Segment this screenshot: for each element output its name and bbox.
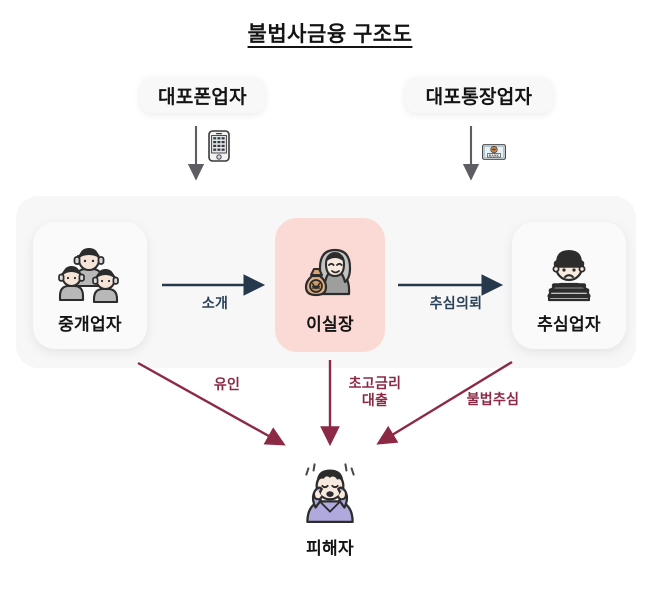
- edge-label-intro: 소개: [201, 295, 229, 311]
- burglar-debt-collector-icon: [547, 250, 591, 302]
- node-collector-label: 추심업자: [537, 315, 601, 334]
- hooded-loanshark-moneybag-icon: [304, 248, 352, 296]
- page-title: 불법사금융 구조도: [247, 23, 413, 46]
- edge-label-request: 추심의뢰: [429, 295, 483, 311]
- node-broker[interactable]: 중개업자: [33, 222, 147, 349]
- node-collector[interactable]: 추심업자: [512, 222, 626, 349]
- edge-label-loan: 초고금리 대출: [348, 375, 402, 408]
- supplier-burner-phone[interactable]: 대포폰업자: [140, 77, 265, 113]
- edge-label-lure: 유인: [213, 376, 241, 392]
- node-victim-label: 피해자: [306, 539, 354, 558]
- supplier-illegal-account[interactable]: 대포통장업자: [405, 77, 553, 113]
- bank-passbook-icon: BANK: [482, 144, 506, 160]
- node-boss[interactable]: 이실장: [275, 218, 385, 352]
- call-center-agents-icon: [58, 248, 119, 304]
- smartphone-icon: [208, 130, 230, 162]
- svg-text:BANK: BANK: [489, 153, 500, 157]
- node-boss-label: 이실장: [306, 314, 354, 334]
- node-victim[interactable]: 피해자: [272, 452, 388, 559]
- distressed-person-icon: [305, 463, 355, 524]
- edge-label-illegal: 불법추심: [466, 391, 520, 407]
- node-broker-label: 중개업자: [58, 315, 122, 334]
